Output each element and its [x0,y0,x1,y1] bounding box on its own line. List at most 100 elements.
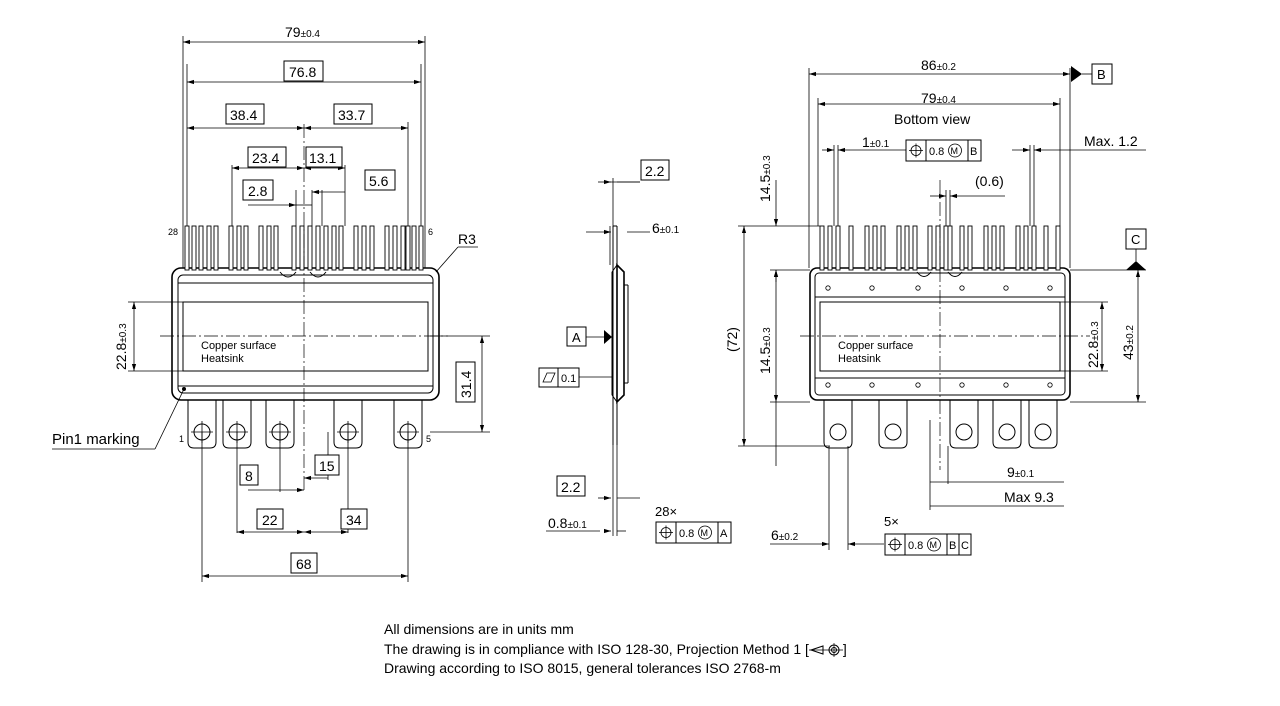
bottom-pin [819,225,825,271]
dim-72: (72) [724,327,740,352]
pin-count-label: 28× [655,504,677,519]
svg-text:0.8: 0.8 [929,146,944,158]
mount-hole [915,382,921,388]
bottom-pin [848,225,854,271]
tab-position-icon [888,537,902,552]
mount-hole [915,285,921,291]
front-pin [273,225,279,271]
front-pin [405,225,411,271]
maximum-material-icon [698,525,712,540]
mount-hole [1047,285,1053,291]
datum-c-label: C [1131,232,1140,247]
svg-text:A: A [720,528,728,540]
front-module-body [171,267,440,401]
bottom-view-title: Bottom view [894,111,971,127]
bottom-pin [827,225,833,271]
svg-text:C: C [961,540,969,552]
dim-tab-height: 31.4 [458,371,474,398]
side-position-value: 0.8 [679,528,694,540]
mount-hole [869,382,875,388]
tab-count-label: 5× [884,514,899,529]
front-module-inner [177,274,434,394]
bottom-pin [1015,225,1021,271]
dim-23-4: 23.4 [252,150,279,166]
bottom-pin [896,225,902,271]
bottom-pin [1043,225,1049,271]
datum-triangle-icon [604,330,612,344]
front-pin [315,225,321,271]
front-pin [361,225,367,271]
front-pin [266,225,272,271]
bottom-tab [878,400,908,449]
dim-total-width: 79±0.4 [285,24,320,40]
position-tolerance-icon [659,525,673,540]
bottom-pin [880,225,886,271]
bottom-tab-hole [884,423,902,441]
dim-bottom-79: 79±0.4 [921,90,956,106]
note-units: All dimensions are in units mm [384,621,574,637]
front-pin [369,225,375,271]
dim-5-6: 5.6 [369,173,389,189]
bottom-tab-hole [955,423,973,441]
bottom-pin [912,225,918,271]
flatness-icon [542,372,556,383]
bottom-tab-hole [1034,423,1052,441]
pin-position-icon [909,143,923,158]
dim-bottom-1: 1±0.1 [862,134,890,150]
dim-0-6: (0.6) [975,173,1004,189]
front-pin [323,225,329,271]
bottom-pin [967,225,973,271]
bottom-pin [927,225,933,271]
dim-left-span: 38.4 [230,107,257,123]
datum-b-label: B [1097,67,1106,82]
dim-68: 68 [296,556,312,572]
front-pin [384,225,390,271]
front-pin [418,225,424,271]
bottom-pin [904,225,910,271]
dim-bottom-86: 86±0.2 [921,57,956,73]
bottom-pin [943,225,949,271]
datum-a-label: A [572,330,581,345]
dim-43: 43±0.2 [1120,325,1136,360]
front-pin [191,225,197,271]
bottom-pin [1031,225,1037,271]
dim-bottom-22-8: 22.8±0.3 [1085,321,1101,368]
pin-label-28: 28 [168,227,178,237]
front-pin [353,225,359,271]
front-pin [198,225,204,271]
dim-side-2-2-top: 2.2 [645,163,665,179]
dim-22: 22 [262,512,278,528]
dim-15: 15 [319,458,335,474]
front-pin [243,225,249,271]
dim-basic-width: 76.8 [289,64,316,80]
front-pin [307,225,313,271]
bottom-surface-line-1: Copper surface [838,340,913,352]
bottom-pin [991,225,997,271]
bottom-tab-hole [829,423,847,441]
front-heatsink-area [182,301,429,372]
mount-hole [869,285,875,291]
pin1-marking-label: Pin1 marking [52,431,140,448]
dim-2-8: 2.8 [248,183,268,199]
front-pin [331,225,337,271]
front-view: 79±0.4 76.8 38.4 33.7 23.4 13.1 2.8 5.6 … [52,24,490,582]
svg-text:M: M [930,540,938,550]
front-pin [228,225,234,271]
bottom-tab [949,400,979,449]
front-top-pins [184,225,424,271]
bottom-top-pins [819,225,1061,271]
bottom-pin [864,225,870,271]
bottom-pin [959,225,965,271]
mount-hole [825,285,831,291]
dim-max-1-2: Max. 1.2 [1084,133,1138,149]
dim-bottom-6: 6±0.2 [771,527,799,543]
bottom-pin [947,225,953,271]
mount-hole [959,285,965,291]
dim-side-2-2-bottom: 2.2 [561,479,581,495]
bottom-pin [872,225,878,271]
datum-c-triangle [1126,261,1146,270]
bottom-pin [835,225,841,271]
bottom-view: B C [724,57,1147,556]
bottom-mounting-holes [825,285,1053,388]
